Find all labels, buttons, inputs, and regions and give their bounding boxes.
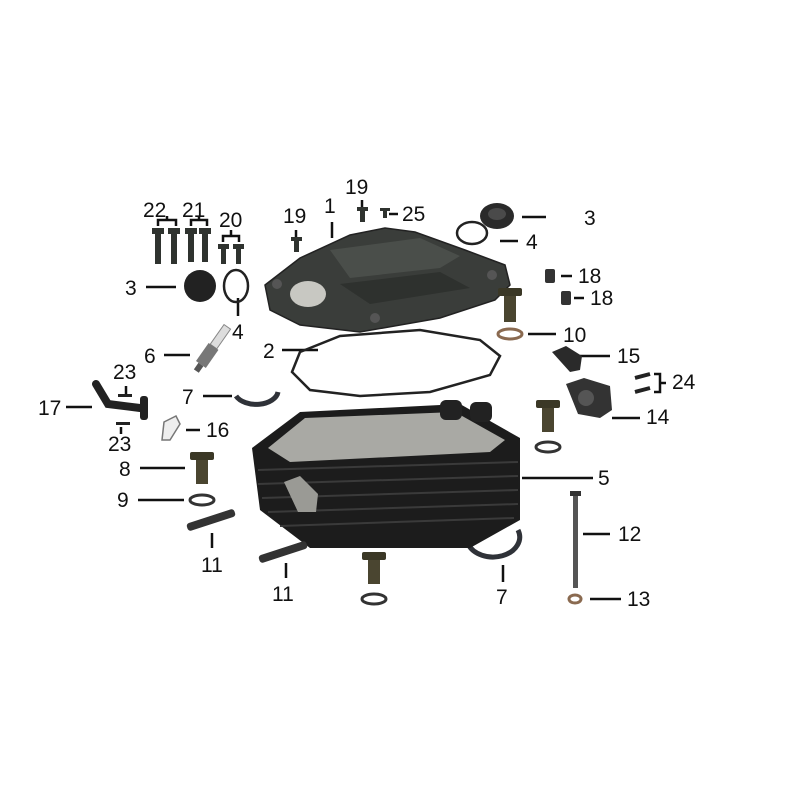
label-6: 6 [144, 345, 156, 368]
label-21: 21 [182, 199, 206, 222]
label-12: 12 [618, 523, 642, 546]
tappet-cap-left [184, 270, 216, 302]
spark-plug [193, 323, 232, 373]
label-4-left: 4 [232, 321, 244, 344]
label-18-lower: 18 [590, 287, 614, 310]
cover-bolts [152, 207, 390, 264]
label-23-upper: 23 [113, 361, 137, 384]
oil-pipe [92, 380, 144, 412]
washer-13 [567, 593, 583, 605]
label-3-left: 3 [125, 277, 137, 300]
washer-9 [188, 493, 216, 507]
o-ring-left [222, 268, 250, 304]
label-22: 22 [143, 199, 167, 222]
label-25: 25 [402, 203, 426, 226]
stud-1 [186, 509, 236, 531]
label-18-upper: 18 [578, 265, 602, 288]
label-15: 15 [617, 345, 641, 368]
label-4-right: 4 [526, 231, 538, 254]
label-1: 1 [324, 195, 336, 218]
label-3-right: 3 [584, 207, 596, 230]
label-7-lower: 7 [496, 586, 508, 609]
stud-2 [258, 541, 308, 563]
washer-10 [496, 327, 524, 341]
half-moon-seal-upper [233, 391, 281, 407]
leader-lines [66, 200, 666, 601]
pipe-gasket [161, 414, 181, 441]
label-13: 13 [627, 588, 651, 611]
label-23-lower: 23 [108, 433, 132, 456]
dowel-pin-1 [545, 269, 555, 283]
label-10: 10 [563, 324, 587, 347]
label-20: 20 [219, 209, 243, 232]
temp-sensor [552, 346, 582, 372]
label-5: 5 [598, 467, 610, 490]
label-19-left: 19 [283, 205, 307, 228]
cover-gasket [290, 328, 502, 398]
o-ring-right [455, 220, 489, 246]
label-8: 8 [119, 458, 131, 481]
dowel-pin-2 [561, 291, 571, 305]
label-14: 14 [646, 406, 670, 429]
label-17: 17 [38, 397, 62, 420]
cylinder-head [252, 400, 520, 548]
label-11-right: 11 [272, 583, 294, 606]
half-moon-seal-lower [465, 528, 523, 560]
label-11-left: 11 [201, 554, 223, 577]
label-19-right: 19 [345, 176, 369, 199]
cylinder-head-cover [264, 227, 511, 333]
label-24: 24 [672, 371, 696, 394]
label-2: 2 [263, 340, 275, 363]
label-9: 9 [117, 489, 129, 512]
label-16: 16 [206, 419, 230, 442]
label-7-upper: 7 [182, 386, 194, 409]
long-bolt [573, 494, 578, 588]
